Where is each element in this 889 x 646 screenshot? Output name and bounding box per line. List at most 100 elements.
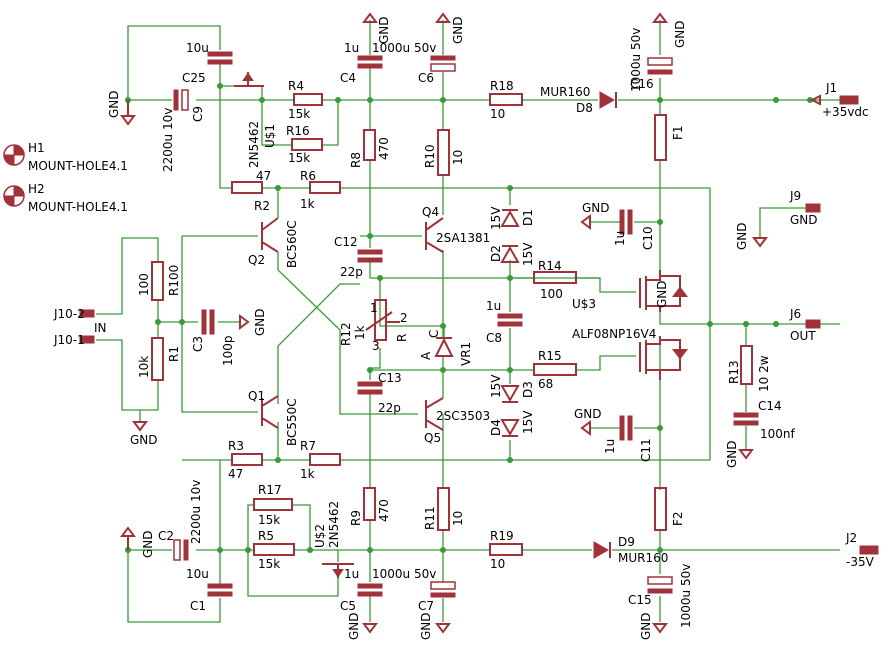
label-mh2: MOUNT-HOLE4.1 xyxy=(28,200,128,214)
label-gnd-c4: GND xyxy=(377,16,391,44)
label-r10: R10 xyxy=(423,144,437,168)
capacitor-c3 xyxy=(201,309,215,335)
label-r13: R13 xyxy=(727,360,741,384)
label-c12: C12 xyxy=(334,235,358,249)
label-c5: C5 xyxy=(340,599,356,613)
wire-r1 xyxy=(139,380,159,422)
label-pin3: 3 xyxy=(372,339,380,353)
label-r100v: 100 xyxy=(137,273,151,296)
labels: H1 MOUNT-HOLE4.1 H2 MOUNT-HOLE4.1 10u C2… xyxy=(28,16,875,640)
fuse-f1 xyxy=(654,114,667,161)
label-r12: R12 xyxy=(339,322,353,346)
label-r1v: 10k xyxy=(137,356,151,378)
wire-r17b xyxy=(292,504,311,550)
label-r16: R16 xyxy=(286,124,310,138)
capacitor-c5 xyxy=(357,583,383,597)
label-c6v: 1000u 50v xyxy=(372,41,436,55)
wire-r15b xyxy=(576,355,636,371)
wire-in-bot xyxy=(96,339,140,411)
transistor-q4 xyxy=(425,217,444,253)
label-q2v: BC560C xyxy=(285,220,299,268)
label-c8v: 1u xyxy=(486,299,501,313)
label-gnd-c6: GND xyxy=(451,16,465,44)
diode-d8 xyxy=(599,91,617,109)
label-gnd-j9: GND xyxy=(790,213,818,227)
resistor-r2 xyxy=(231,181,263,194)
label-r18v: 10 xyxy=(490,107,505,121)
label-c2: C2 xyxy=(158,529,174,543)
label-c9: C9 xyxy=(191,106,205,122)
label-r2v: 47 xyxy=(256,169,271,183)
label-pin2: 2 xyxy=(400,311,408,325)
label-d4v: 15V xyxy=(521,410,535,434)
label-h2: H2 xyxy=(28,182,45,196)
label-r15v: 68 xyxy=(538,377,553,391)
resistor-r10 xyxy=(437,129,450,176)
label-r17: R17 xyxy=(258,483,282,497)
mount-hole-h2 xyxy=(3,185,25,207)
connector-j2 xyxy=(859,545,879,555)
label-q4: Q4 xyxy=(422,205,439,219)
label-c3: C3 xyxy=(191,336,205,352)
label-f1: F1 xyxy=(671,125,685,140)
label-r16v: 15k xyxy=(288,151,310,165)
label-r4v: 15k xyxy=(288,107,310,121)
label-a: A xyxy=(419,351,433,360)
capacitor-c4 xyxy=(357,55,383,69)
label-u2: U$2 xyxy=(313,524,327,548)
jfet-u2 xyxy=(322,563,354,578)
label-c16: C16 xyxy=(630,77,654,91)
wire-r17 xyxy=(247,504,254,550)
label-d2: D2 xyxy=(489,245,503,262)
label-in: IN xyxy=(94,321,107,335)
transistor-q5 xyxy=(425,397,444,431)
wire-mid-out xyxy=(659,312,840,325)
label-gnd-q1: GND xyxy=(130,433,158,447)
capacitor-c13 xyxy=(357,381,383,395)
label-c12v: 22p xyxy=(340,265,363,279)
label-r6v: 1k xyxy=(300,197,315,211)
label-j6: J6 xyxy=(789,307,801,321)
wire-r16 xyxy=(261,100,292,146)
label-c15: C15 xyxy=(628,593,652,607)
label-r8v: 470 xyxy=(377,137,391,160)
label-u1v: 2N5462 xyxy=(247,121,261,168)
capacitor-c11 xyxy=(619,415,633,441)
zener-d3 xyxy=(500,385,520,403)
label-r5v: 15k xyxy=(258,557,280,571)
resistor-r18 xyxy=(489,93,523,106)
label-c10: C10 xyxy=(641,226,655,250)
resistor-r8 xyxy=(363,129,376,161)
label-j9: J9 xyxy=(789,189,801,203)
label-d9v: MUR160 xyxy=(618,551,668,565)
label-q1: Q1 xyxy=(248,389,265,403)
label-gnd-top: GND xyxy=(574,407,602,421)
potentiometer-r12 xyxy=(365,299,400,341)
label-c7: C7 xyxy=(418,599,434,613)
label-gnd-c15: GND xyxy=(639,612,653,640)
label-d8v: MUR160 xyxy=(540,85,590,99)
capacitor-c9 xyxy=(173,89,189,111)
label-r2: R2 xyxy=(254,199,270,213)
label-c8: C8 xyxy=(486,331,502,345)
label-c13v: 22p xyxy=(378,401,401,415)
label-r19: R19 xyxy=(490,529,514,543)
capacitor-c10 xyxy=(619,209,633,235)
label-d8: D8 xyxy=(576,101,593,115)
label-alf: ALF08NP16V4 xyxy=(572,327,656,341)
label-d1: D1 xyxy=(521,209,535,226)
label-c11v: 1u xyxy=(603,439,617,454)
label-r10v: 10 xyxy=(451,150,465,165)
label-d4: D4 xyxy=(489,419,503,436)
jfet-u1 xyxy=(234,72,264,87)
wire-jfet2b xyxy=(247,550,339,597)
label-j2: J2 xyxy=(845,531,857,545)
label-d3v: 15V xyxy=(489,374,503,398)
label-c25: C25 xyxy=(182,71,206,85)
junctions xyxy=(125,83,813,553)
label-gnd-c10: GND xyxy=(582,201,610,215)
label-r8: R8 xyxy=(349,152,363,168)
resistor-r19 xyxy=(489,543,523,556)
capacitor-c12 xyxy=(357,249,383,263)
connector-j10 xyxy=(79,309,95,344)
